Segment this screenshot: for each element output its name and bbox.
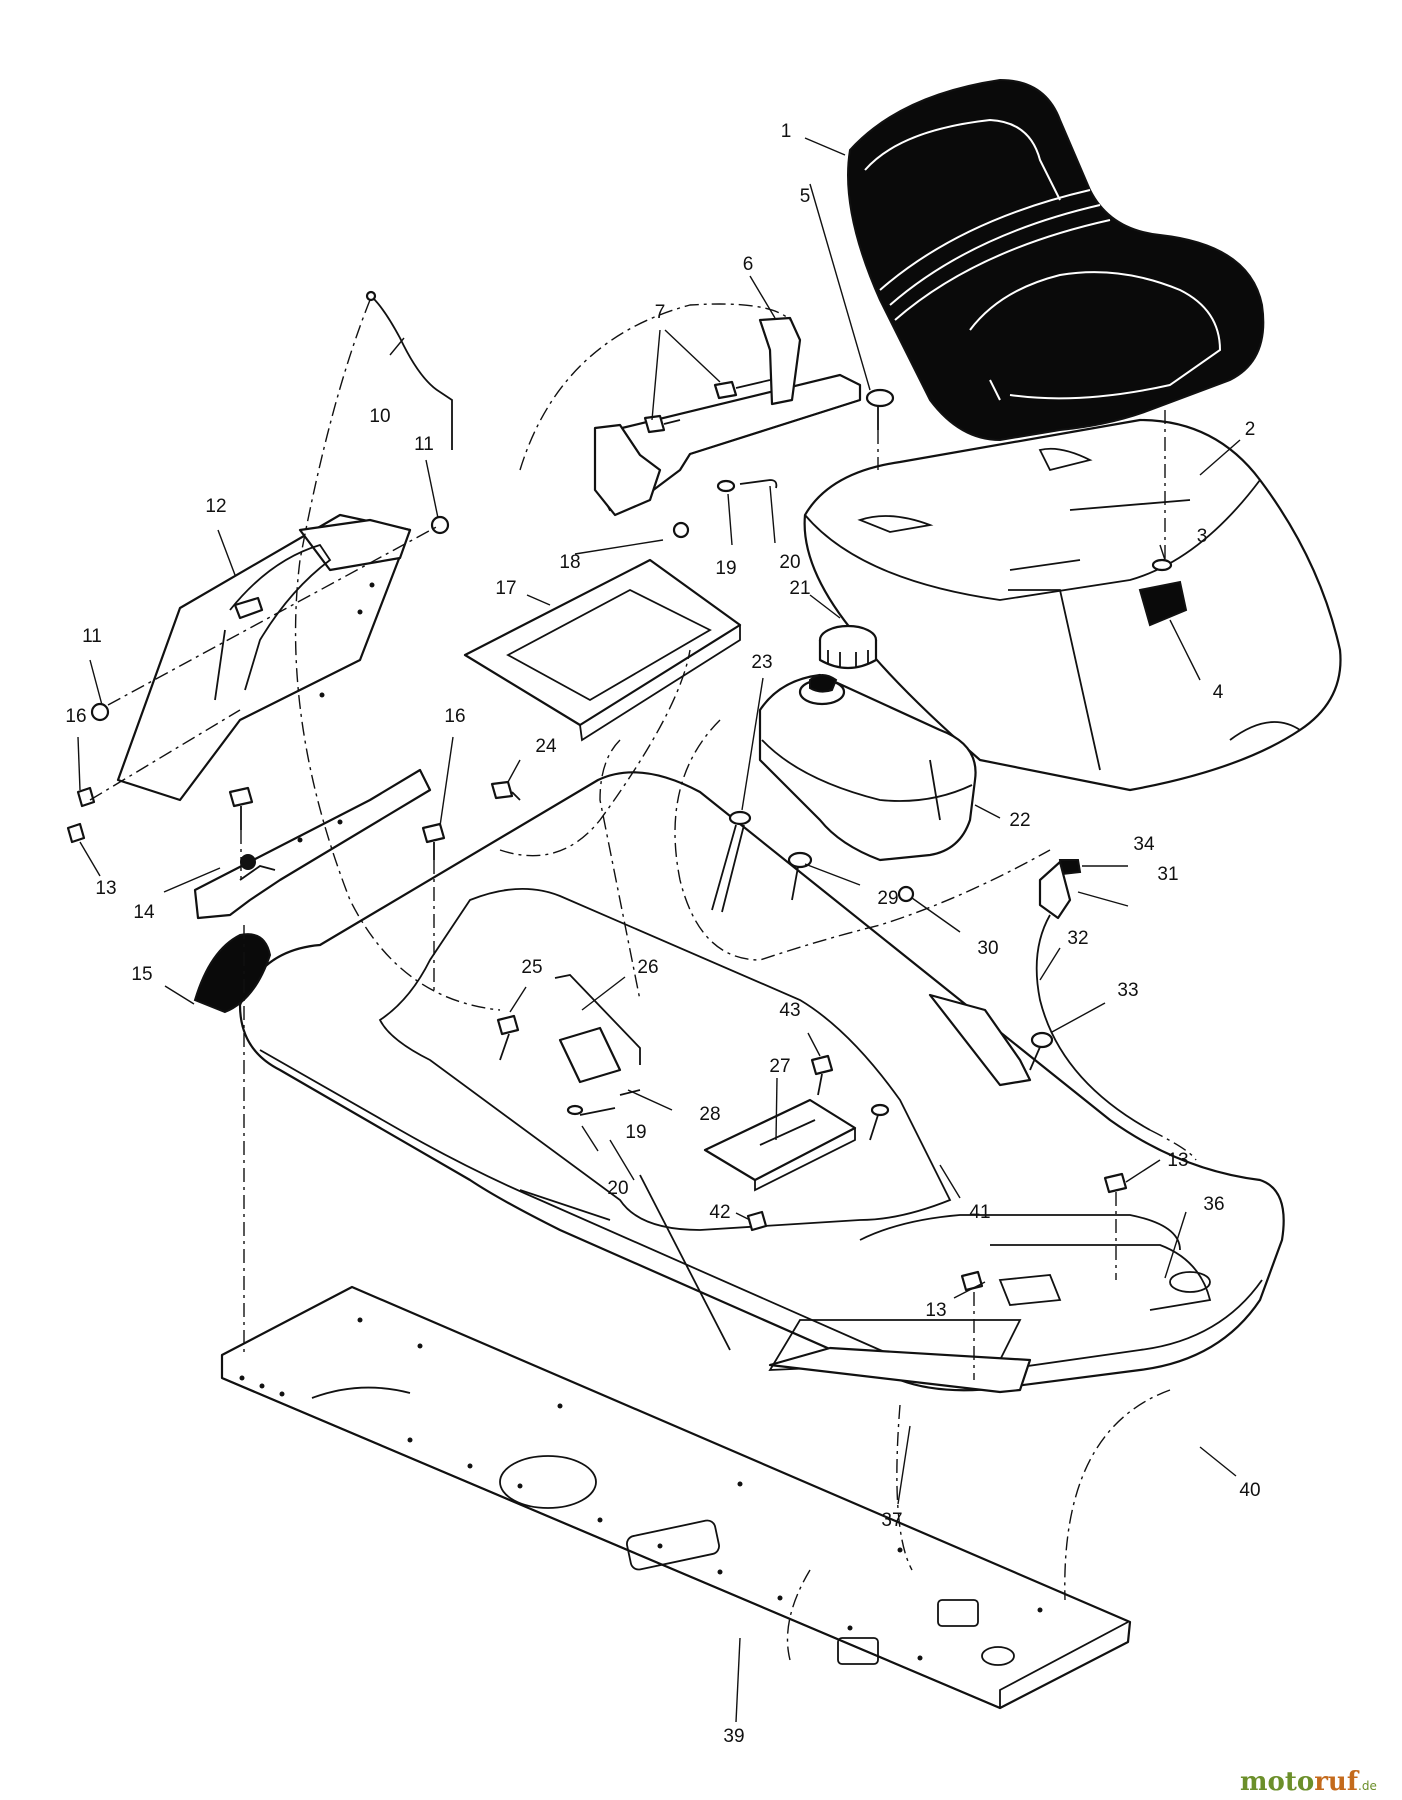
bolt-part-24 [490,780,521,801]
fuel-cap-part-21 [818,624,878,670]
callout-5: 5 [800,186,811,207]
callout-34: 34 [1133,834,1155,855]
body-shell-part-40 [238,771,1285,1392]
callout-27: 27 [769,1056,790,1077]
callout-19-lower: 19 [625,1122,646,1143]
callout-18: 18 [559,552,580,573]
callout-24: 24 [535,736,557,757]
callout-25: 25 [521,957,542,978]
callout-2: 2 [1245,419,1256,440]
bolts-part-16 [421,822,446,860]
callout-13-right: 13 [1167,1150,1188,1171]
rod-part-10 [365,290,453,450]
callout-12: 12 [205,496,226,517]
screw-part-5 [865,388,895,430]
tank-hardware-part-29-30 [787,851,915,903]
callout-19-upper: 19 [715,558,736,579]
callout-3: 3 [1197,526,1208,547]
nuts-part-11 [90,515,450,722]
callout-17: 17 [495,578,516,599]
callout-10: 10 [369,406,390,427]
callout-31: 31 [1157,864,1178,885]
pad-part-15 [193,933,272,1014]
lever-cable-part-31-32-34 [928,859,1151,1131]
assembly-dash-lines [89,299,1197,1661]
callout-1: 1 [781,121,792,142]
callout-20-lower: 20 [607,1178,628,1199]
seat-bracket-part-6 [593,316,862,517]
callout-36: 36 [1203,1194,1224,1215]
seat-part-1 [847,78,1265,442]
callout-30: 30 [977,938,998,959]
callout-41: 41 [969,1202,990,1223]
hardware-part-18-19-20 [566,479,778,1116]
callout-23: 23 [751,652,772,673]
steering-bracket-part-12 [116,513,412,802]
callout-11-lower: 11 [82,626,102,647]
callout-15: 15 [131,964,152,985]
callout-37: 37 [881,1510,902,1531]
svg-text:motoruf.de: motoruf.de [1240,1767,1377,1797]
lower-panel-part-37 [768,1346,1032,1394]
plate-part-27 [703,1098,857,1192]
callout-14: 14 [133,902,155,923]
frame-plate-part-39 [220,1285,1132,1710]
callout-21: 21 [789,578,810,599]
callout-40: 40 [1239,1480,1260,1501]
callout-33: 33 [1117,980,1138,1001]
motoruf-watermark: motoruf.de [1240,1767,1377,1797]
callout-6: 6 [743,254,754,275]
callout-20-upper: 20 [779,552,800,573]
callout-labels: 1 2 3 4 5 6 7 10 11 11 12 13 13 13 14 15… [65,121,1260,1747]
callout-32: 32 [1067,928,1088,949]
seat-knob-part-3-4 [1138,558,1188,627]
callout-4: 4 [1213,682,1224,703]
callout-43: 43 [779,1000,800,1021]
callout-16-left: 16 [65,706,86,727]
callout-13-left: 13 [95,878,116,899]
part-28 [619,1089,641,1096]
seat-pan-part-2 [803,418,1342,792]
callout-29: 29 [877,888,898,909]
callout-28: 28 [699,1104,720,1125]
fuel-tank-part-22 [758,673,977,862]
callout-11-upper: 11 [414,434,434,455]
cover-plate-part-17 [463,558,742,742]
callout-26: 26 [637,957,658,978]
callout-39: 39 [723,1726,744,1747]
leader-lines [77,137,1241,1723]
callout-22: 22 [1009,810,1030,831]
rear-panel-part-36 [990,1244,1212,1311]
screw-part-33 [1029,1031,1054,1071]
bolts-part-7 [643,379,771,434]
callout-7: 7 [655,302,666,323]
callout-13-center: 13 [925,1300,946,1321]
bracket-part-26 [554,974,641,1084]
bolt-part-23 [711,810,752,913]
callout-16-right: 16 [444,706,465,727]
screws-part-25-41-42-43 [496,1014,890,1232]
callout-42: 42 [709,1202,730,1223]
